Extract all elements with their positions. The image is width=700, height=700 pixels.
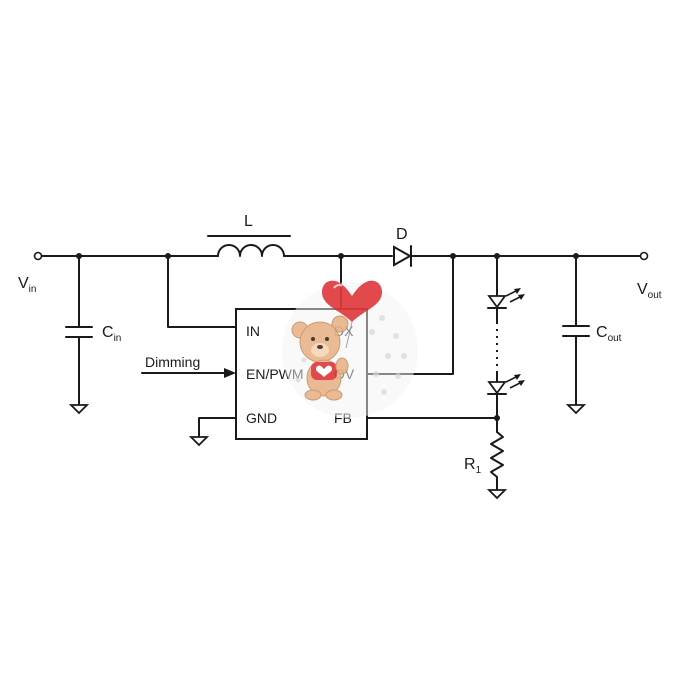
vin-terminal xyxy=(33,251,43,261)
diode-label: D xyxy=(396,226,408,243)
ground-icon xyxy=(68,404,90,415)
vout-terminal xyxy=(639,251,649,261)
teddy-bear-heart-balloon-icon xyxy=(282,280,418,418)
inductor-label: L xyxy=(244,213,253,230)
in-pin-wire xyxy=(167,255,237,328)
diode-d xyxy=(393,245,413,267)
led-string xyxy=(487,255,507,433)
inductor-l xyxy=(207,235,291,257)
led-light-arrows xyxy=(505,288,525,389)
input-capacitor-cin xyxy=(65,255,93,406)
dimming-arrow xyxy=(141,368,236,378)
output-capacitor-cout xyxy=(562,255,590,406)
gnd-pin-wire xyxy=(198,417,237,438)
resistor-r1 xyxy=(490,431,504,491)
ground-icon xyxy=(565,404,587,415)
dimming-label: Dimming xyxy=(145,354,200,370)
r1-label: R1 xyxy=(464,456,482,476)
ic-pin-in: IN xyxy=(246,323,260,339)
junction-dots xyxy=(76,253,579,421)
ground-icon xyxy=(188,436,210,447)
cin-label: Cin xyxy=(102,324,121,344)
ground-icon xyxy=(486,489,508,500)
vin-label: Vin xyxy=(18,275,36,295)
ic-pin-gnd: GND xyxy=(246,410,277,426)
vout-label: Vout xyxy=(637,281,662,301)
cout-label: Cout xyxy=(596,324,622,344)
